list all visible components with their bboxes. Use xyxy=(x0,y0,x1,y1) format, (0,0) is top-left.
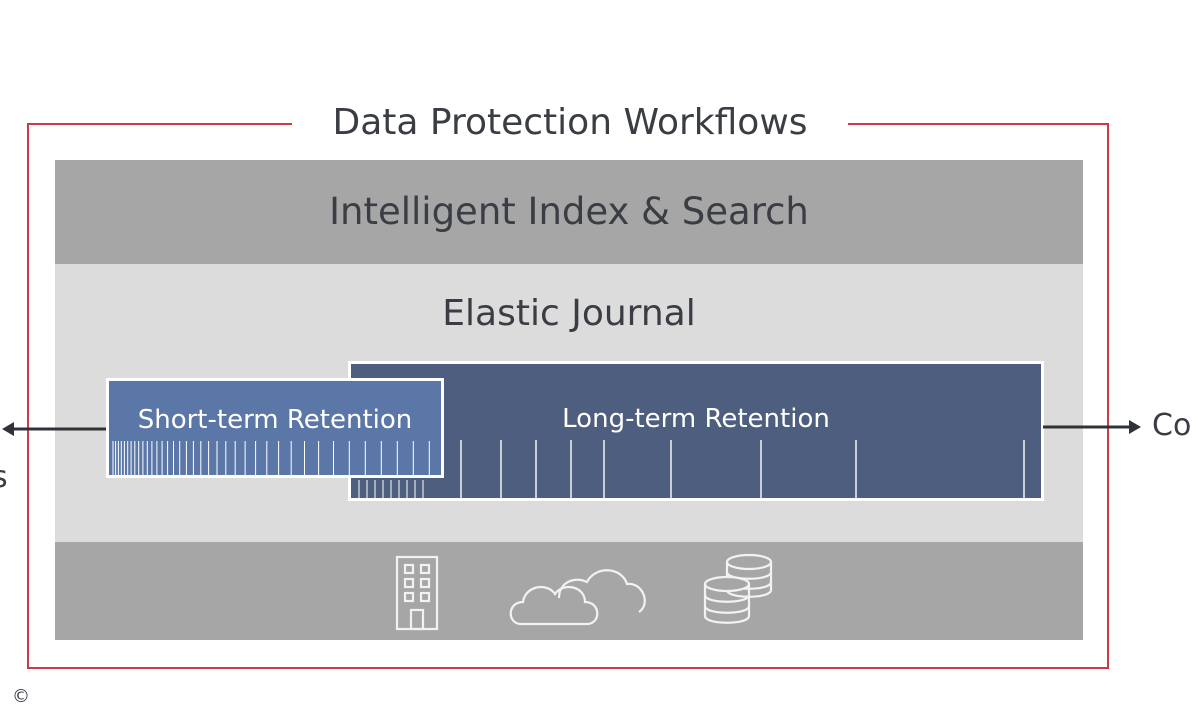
left-arrow-icon xyxy=(2,422,106,436)
right-edge-text: Co xyxy=(1152,408,1192,443)
frame-title: Data Protection Workflows xyxy=(292,100,848,146)
long-term-timeline-ticks xyxy=(358,440,1025,498)
short-term-timeline-ticks xyxy=(112,441,430,475)
cloud-icon xyxy=(509,569,646,626)
right-arrow-icon xyxy=(1043,420,1141,434)
long-term-retention-label: Long-term Retention xyxy=(562,404,830,434)
building-icon xyxy=(395,555,439,631)
long-term-retention-box: Long-term Retention xyxy=(348,361,1044,501)
storage-layer xyxy=(55,542,1083,640)
index-search-layer: Intelligent Index & Search xyxy=(55,160,1083,264)
database-icon xyxy=(703,553,773,624)
left-edge-text: s xyxy=(0,460,8,495)
index-search-label: Intelligent Index & Search xyxy=(329,190,809,233)
storage-icons-group xyxy=(395,553,773,631)
short-term-retention-box: Short-term Retention xyxy=(106,378,444,478)
short-term-retention-label: Short-term Retention xyxy=(137,405,413,435)
copyright-mark: © xyxy=(12,686,30,707)
elastic-journal-label: Elastic Journal xyxy=(442,293,696,334)
